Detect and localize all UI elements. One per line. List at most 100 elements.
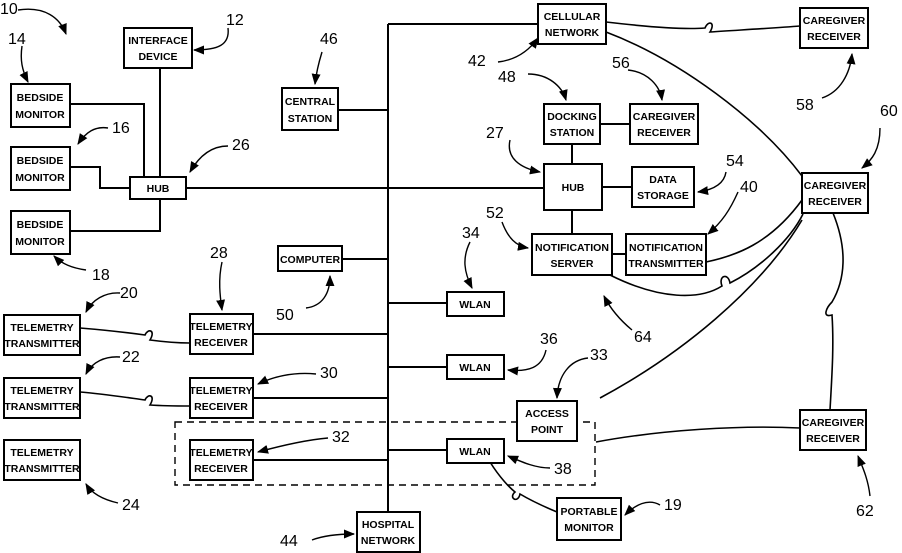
docking-station: DOCKING STATION (544, 104, 600, 144)
bedside3-to-hub (70, 199, 160, 231)
caregiver-receiver-dock: CAREGIVER RECEIVER (630, 104, 698, 144)
cellular-link (606, 22, 800, 32)
leader-28 (220, 262, 222, 310)
telemetry-receiver-3: TELEMETRYRECEIVER (189, 440, 253, 480)
bedside-monitor-1-line1: BEDSIDE (17, 92, 64, 104)
hospital-network-line1: HOSPITAL (362, 519, 415, 531)
telemetry-receiver-1-line1: TELEMETRY (189, 321, 252, 333)
ref-12: 12 (226, 12, 244, 29)
leader-38 (508, 456, 550, 468)
telemetry-receiver-2-line2: RECEIVER (194, 401, 248, 413)
telemetry-transmitter-2-line1: TELEMETRY (10, 385, 73, 397)
leader-62 (858, 456, 870, 496)
leader-60 (862, 128, 880, 168)
telemetry-receiver-2-line1: TELEMETRY (189, 385, 252, 397)
telemetry-transmitter-1-line1: TELEMETRY (10, 322, 73, 334)
notification-transmitter: NOTIFICATIONTRANSMITTER (626, 234, 706, 275)
telemetry-transmitter-2: TELEMETRY TRANSMITTER (4, 378, 80, 418)
leader-27 (509, 140, 540, 172)
docking-station-line2: STATION (550, 127, 595, 139)
interface-device-line1: INTERFACE (128, 35, 188, 47)
ref-40: 40 (740, 179, 758, 196)
leader-40 (708, 192, 738, 234)
wlan3-to-portable (490, 462, 557, 512)
telemetry-receiver-3-line1: TELEMETRY (189, 447, 252, 459)
ref-34: 34 (462, 225, 480, 242)
interface-device: INTERFACE DEVICE (124, 28, 192, 68)
ref-64: 64 (634, 329, 652, 346)
ref-52: 52 (486, 205, 504, 222)
leader-30 (258, 373, 316, 384)
data-storage: DATASTORAGE (632, 167, 694, 207)
ref-26: 26 (232, 137, 250, 154)
ref-24: 24 (122, 497, 140, 514)
ref-22: 22 (122, 349, 140, 366)
hub-left-label: HUB (147, 183, 170, 195)
ref-36: 36 (540, 331, 558, 348)
bedside-monitor-3-line1: BEDSIDE (17, 219, 64, 231)
leader-36 (508, 350, 546, 370)
ref-44: 44 (280, 533, 298, 550)
ref-38: 38 (554, 461, 572, 478)
access-point-line1: ACCESS (525, 408, 569, 420)
computer-label: COMPUTER (280, 254, 341, 266)
caregiver-receiver-dock-line2: RECEIVER (637, 127, 691, 139)
caregiver-receiver-60-line2: RECEIVER (808, 196, 862, 208)
portable-monitor-line2: MONITOR (564, 522, 614, 534)
hospital-network-line2: NETWORK (361, 535, 416, 547)
wlan-2: WLAN (447, 355, 504, 379)
ref-30: 30 (320, 365, 338, 382)
telemetry-receiver-2: TELEMETRY RECEIVER (189, 378, 253, 418)
notification-server-line2: SERVER (551, 258, 594, 270)
caregiver-receiver-60: CAREGIVER RECEIVER (802, 173, 868, 213)
caregiver-receiver-58-line1: CAREGIVER (803, 15, 866, 27)
bedside-monitor-1: BEDSIDEMONITOR (11, 84, 70, 127)
telemetry-transmitter-3-line2: TRANSMITTER (4, 463, 80, 475)
ref-27: 27 (486, 125, 504, 142)
central-station-line2: STATION (288, 113, 333, 125)
wlan-1-label: WLAN (459, 299, 491, 311)
telemetry-receiver-1-line2: RECEIVER (194, 337, 248, 349)
docking-station-line1: DOCKING (547, 111, 597, 123)
leader-32 (258, 438, 328, 452)
cellular-network-line1: CELLULAR (544, 11, 601, 23)
bedside-monitor-3: BEDSIDEMONITOR (11, 211, 70, 254)
telemetry-receiver-1: TELEMETRY RECEIVER (189, 314, 253, 354)
ref-58: 58 (796, 97, 814, 114)
leader-56 (628, 70, 662, 100)
leader-18 (54, 256, 86, 270)
leader-46 (315, 52, 322, 84)
telemetry-transmitter-3-line1: TELEMETRY (10, 447, 73, 459)
leader-16 (78, 128, 108, 144)
caregiver-receiver-58: CAREGIVERRECEIVER (800, 8, 868, 48)
caregiver-receiver-dock-line1: CAREGIVER (633, 111, 696, 123)
hub-left: HUB (130, 177, 186, 199)
ref-16: 16 (112, 120, 130, 137)
ref-42: 42 (468, 53, 486, 70)
ref-32: 32 (332, 429, 350, 446)
leader-42 (498, 38, 538, 62)
notification-transmitter-line2: TRANSMITTER (628, 258, 704, 270)
leader-64 (604, 296, 632, 330)
ref-46: 46 (320, 31, 338, 48)
wlan-2-label: WLAN (459, 362, 491, 374)
transmitter-to-receiver60-a (706, 200, 802, 262)
data-storage-line1: DATA (649, 174, 677, 186)
leader-58 (822, 54, 852, 98)
hub-right-label: HUB (562, 182, 585, 194)
access-point: ACCESS POINT (517, 401, 577, 441)
central-station-line1: CENTRAL (285, 96, 336, 108)
portable-monitor-line1: PORTABLE (561, 506, 618, 518)
interface-device-line2: DEVICE (138, 51, 177, 63)
telemetry-transmitter-2-line2: TRANSMITTER (4, 401, 80, 413)
leader-54 (698, 172, 726, 192)
ref-18: 18 (92, 267, 110, 284)
access-point-line2: POINT (531, 424, 564, 436)
bedside-monitor-2: BEDSIDEMONITOR (11, 147, 70, 190)
ref-62: 62 (856, 503, 874, 520)
ref-56: 56 (612, 55, 630, 72)
ref-60: 60 (880, 103, 898, 120)
caregiver-receiver-60-line1: CAREGIVER (804, 180, 867, 192)
telemetry-link-1 (80, 328, 190, 343)
